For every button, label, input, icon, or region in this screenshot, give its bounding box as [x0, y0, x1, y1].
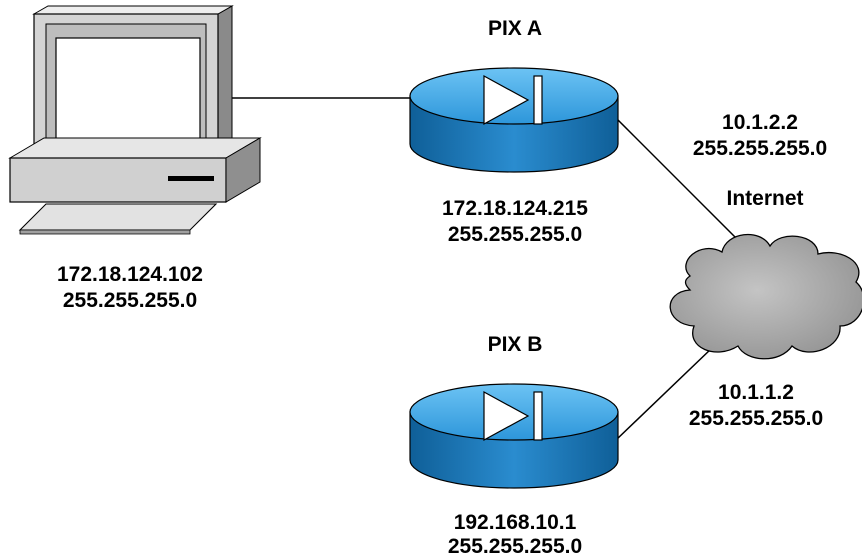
pix-b-inside-ip: 192.168.10.1 [453, 511, 577, 534]
pix-a-inside-ip: 172.18.124.215 [442, 197, 588, 220]
pix-b-icon [409, 383, 619, 489]
pix-b-inside-mask: 255.255.255.0 [447, 535, 583, 558]
connection-lines [230, 97, 743, 441]
pix-b-name: PIX B [487, 333, 543, 356]
pix-b-outside-ip: 10.1.1.2 [718, 381, 794, 404]
pix-a-name: PIX A [487, 17, 543, 40]
link-pix-b-internet [615, 347, 713, 441]
computer-icon [8, 5, 262, 235]
pix-a-icon [409, 67, 619, 173]
internet-label: Internet [726, 187, 804, 210]
host-ip: 172.18.124.102 [57, 263, 203, 286]
pix-a-outside-mask: 255.255.255.0 [692, 137, 828, 160]
host-mask: 255.255.255.0 [62, 289, 198, 312]
pix-b-outside-mask: 255.255.255.0 [688, 407, 824, 430]
link-pix-a-internet [615, 117, 743, 245]
cloud-icon [669, 233, 862, 360]
pix-a-inside-mask: 255.255.255.0 [447, 223, 583, 246]
pix-a-outside-ip: 10.1.2.2 [722, 111, 798, 134]
